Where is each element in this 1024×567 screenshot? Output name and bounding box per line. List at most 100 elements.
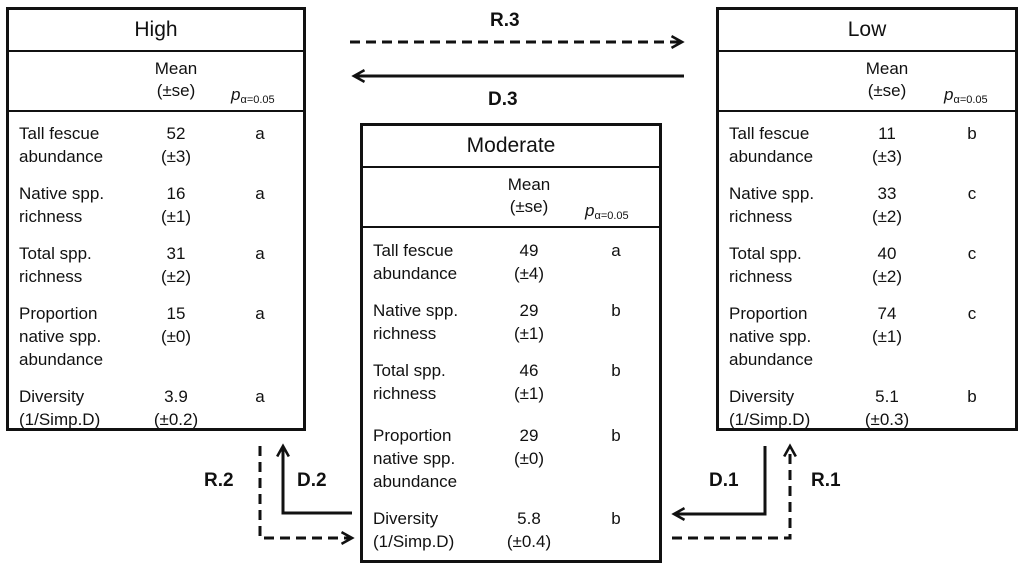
box-title: Low (719, 10, 1015, 52)
variable-name: Diversity(1/Simp.D) (373, 507, 493, 553)
variable-name-line: Total spp. (373, 361, 446, 380)
mean-value: 3.9(±0.2) (141, 385, 211, 431)
mean-value: 16(±1) (141, 182, 211, 228)
label-r3: R.3 (490, 10, 520, 31)
p-subscript: α=0.05 (240, 94, 275, 106)
variable-name-line: abundance (729, 350, 814, 369)
standard-error: (±3) (871, 147, 903, 166)
box-header: Mean (±se) pα=0.05 (719, 52, 1015, 112)
standard-error: (±1) (513, 324, 545, 343)
variable-name-line: Proportion (729, 304, 808, 323)
standard-error: (±0.3) (864, 410, 910, 429)
mean-value: 31(±2) (141, 242, 211, 288)
variable-name-line: Total spp. (19, 244, 92, 263)
box-title: High (9, 10, 303, 52)
significance-letter: a (611, 241, 621, 260)
label-d3: D.3 (488, 89, 518, 110)
mean-number: 16 (166, 184, 186, 203)
variable-name-line: abundance (729, 147, 814, 166)
mean-value: 49(±4) (494, 239, 564, 285)
standard-error: (±2) (871, 207, 903, 226)
mean-number: 40 (877, 244, 897, 263)
mean-number: 33 (877, 184, 897, 203)
variable-name-line: abundance (373, 264, 458, 283)
mean-header-l2: (±se) (867, 81, 907, 100)
box-header: Mean (±se) pα=0.05 (9, 52, 303, 112)
arrow-r1 (672, 446, 790, 540)
standard-error: (±0.2) (153, 410, 199, 429)
variable-name: Native spp.richness (19, 182, 139, 228)
variable-name: Diversity (1/Simp.D) (19, 385, 139, 431)
box-high: High Mean (±se) pα=0.05 Tall fescue abund… (6, 7, 306, 431)
variable-name-line: Total spp. (729, 244, 802, 263)
mean-header-l2: (±se) (509, 197, 549, 216)
variable-name-line: native spp. (729, 327, 812, 346)
mean-number: 15 (166, 304, 186, 323)
variable-name-line: Diversity (729, 387, 795, 406)
p-subscript: α=0.05 (953, 94, 988, 106)
p-header: pα=0.05 (944, 85, 988, 106)
variable-name: Tall fescue abundance (19, 122, 139, 168)
mean-value: 40(±2) (852, 242, 922, 288)
significance-letter: c (967, 184, 977, 203)
variable-name: Total spp.richness (729, 242, 849, 288)
label-r1: R.1 (811, 470, 841, 491)
mean-value: 29 (±1) (494, 299, 564, 345)
mean-number: 29 (519, 301, 539, 320)
variable-name-line: richness (729, 207, 793, 226)
mean-number: 29 (519, 426, 539, 445)
mean-number: 49 (519, 241, 539, 260)
label-r2: R.2 (204, 470, 234, 491)
mean-header: Mean (±se) (852, 58, 922, 102)
mean-number: 11 (878, 124, 896, 143)
variable-name-line: Native spp. (729, 184, 815, 203)
mean-value: 74 (±1) (852, 302, 922, 348)
significance-letter: c (967, 244, 977, 263)
mean-value: 5.1(±0.3) (852, 385, 922, 431)
variable-name: Diversity(1/Simp.D) (729, 385, 849, 431)
variable-name-line: richness (373, 384, 437, 403)
p-symbol: p (585, 201, 595, 220)
significance-letter: a (255, 244, 265, 263)
mean-value: 52(±3) (141, 122, 211, 168)
variable-name: Proportion native spp. abundance (729, 302, 849, 371)
mean-header-l1: Mean (865, 59, 909, 78)
box-header: Mean (±se) pα=0.05 (363, 168, 659, 228)
variable-name: Proportion native spp. abundance (19, 302, 139, 371)
mean-value: 5.8(±0.4) (494, 507, 564, 553)
variable-name-line: richness (19, 267, 83, 286)
mean-value: 29(±0) (494, 424, 564, 470)
significance-letter: a (255, 184, 265, 203)
mean-header-l1: Mean (507, 175, 551, 194)
variable-name-line: Tall fescue (19, 124, 100, 143)
arrow-d1 (674, 446, 767, 514)
variable-name-line: native spp. (19, 327, 102, 346)
mean-number: 52 (166, 124, 186, 143)
mean-value: 33 (±2) (852, 182, 922, 228)
standard-error: (±1) (513, 384, 545, 403)
variable-name-line: richness (373, 324, 437, 343)
variable-name: Native spp. richness (729, 182, 849, 228)
label-d2: D.2 (297, 470, 327, 491)
p-header: pα=0.05 (231, 85, 275, 106)
significance-letter: b (611, 426, 621, 445)
p-subscript: α=0.05 (594, 210, 629, 222)
mean-number: 74 (877, 304, 897, 323)
variable-name-line: abundance (19, 350, 104, 369)
variable-name-line: abundance (19, 147, 104, 166)
standard-error: (±1) (871, 327, 903, 346)
variable-name-line: Proportion (19, 304, 98, 323)
variable-name-line: (1/Simp.D) (19, 410, 101, 429)
standard-error: (±2) (160, 267, 192, 286)
p-symbol: p (231, 85, 241, 104)
standard-error: (±0) (160, 327, 192, 346)
significance-letter: b (611, 301, 621, 320)
significance-letter: b (967, 124, 977, 143)
standard-error: (±0.4) (506, 532, 552, 551)
variable-name-line: Diversity (373, 509, 439, 528)
variable-name-line: Diversity (19, 387, 85, 406)
significance-letter: a (255, 387, 265, 406)
p-symbol: p (944, 85, 954, 104)
